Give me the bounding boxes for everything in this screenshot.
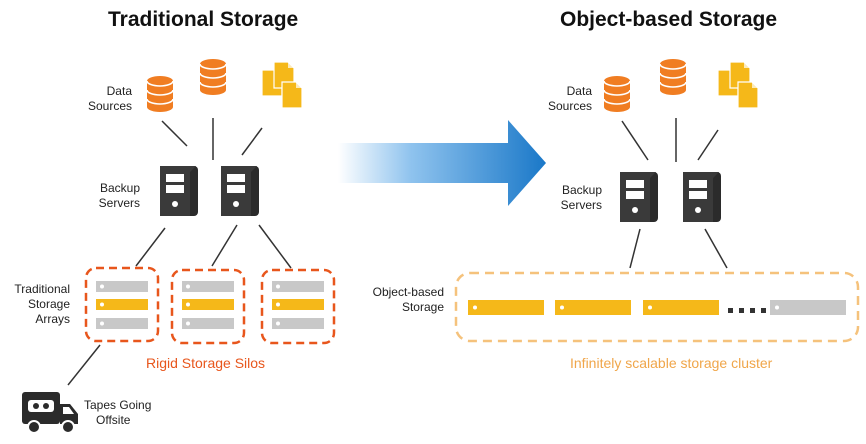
right-source-connectors [621, 118, 719, 162]
left-backup-servers [160, 166, 259, 216]
server-icon [683, 172, 721, 222]
server-icon [221, 166, 259, 216]
scalable-cluster-caption: Infinitely scalable storage cluster [570, 355, 773, 371]
drive-icon [182, 299, 234, 310]
storage-silo [84, 266, 160, 343]
documents-icon [262, 62, 302, 108]
drive-icon [770, 300, 846, 315]
left-source-connectors [161, 118, 263, 160]
server-icon [160, 166, 198, 216]
drive-icon [272, 299, 324, 310]
database-icon [659, 58, 687, 96]
database-icon [146, 75, 174, 113]
storage-silo [260, 268, 336, 345]
drive-icon [96, 299, 148, 310]
drive-icon [96, 318, 148, 329]
drive-icon [272, 281, 324, 292]
right-cluster-connectors [629, 228, 728, 269]
storage-silo [170, 268, 246, 345]
drive-icon [555, 300, 631, 315]
left-array-connectors [135, 224, 292, 269]
truck-icon [22, 392, 78, 434]
right-data-sources [603, 58, 758, 113]
storage-cluster [454, 271, 860, 343]
left-data-sources [146, 58, 302, 113]
right-backup-servers [620, 172, 721, 222]
object-storage-title: Object-based Storage [560, 8, 778, 31]
drive-icon [182, 318, 234, 329]
drive-icon [272, 318, 324, 329]
server-icon [620, 172, 658, 222]
arrow-icon [338, 120, 546, 206]
database-icon [603, 75, 631, 113]
drive-icon [643, 300, 719, 315]
ellipsis-dots [728, 308, 766, 313]
drive-icon [182, 281, 234, 292]
traditional-storage-title: Traditional Storage [108, 8, 299, 31]
drive-icon [96, 281, 148, 292]
database-icon [199, 58, 227, 96]
tape-connector [67, 344, 101, 386]
drive-icon [468, 300, 544, 315]
documents-icon [718, 62, 758, 108]
rigid-silos-caption: Rigid Storage Silos [146, 355, 266, 371]
